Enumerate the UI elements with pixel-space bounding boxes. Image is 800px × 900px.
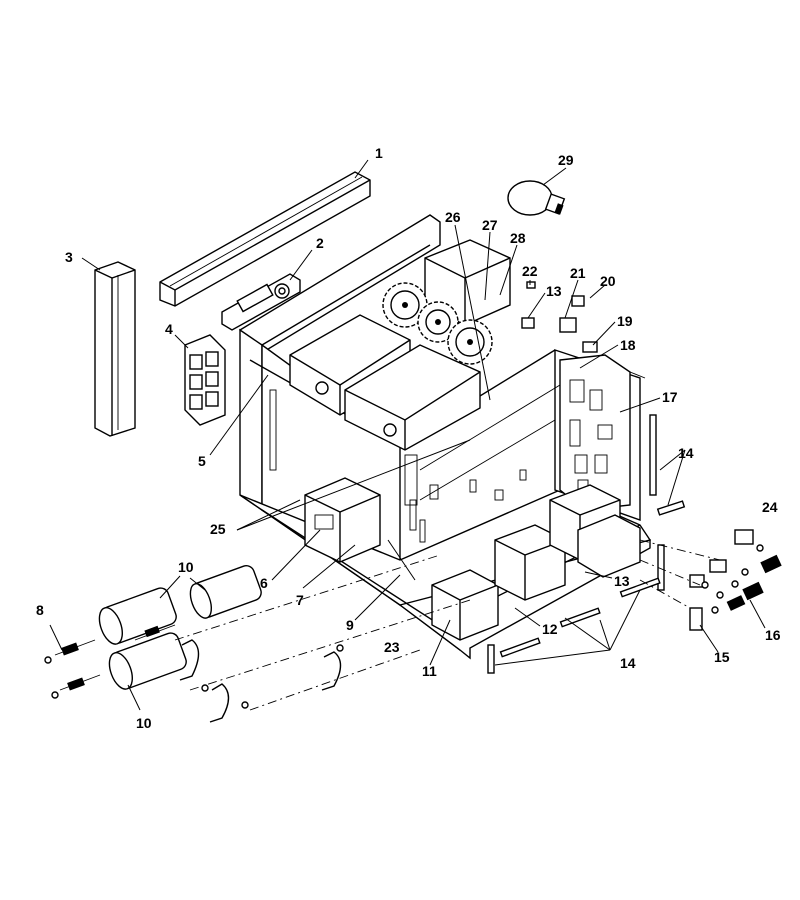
part-1-top-rail	[159, 171, 371, 307]
part-3-vertical-channel	[94, 261, 136, 437]
callout-22: 22	[522, 263, 538, 279]
assembly-lines	[174, 539, 721, 711]
callout-14-top: 14	[678, 445, 694, 461]
callout-1: 1	[375, 145, 383, 161]
callout-17: 17	[662, 389, 678, 405]
callout-27: 27	[482, 217, 498, 233]
callout-5: 5	[198, 453, 206, 469]
part-14-rails	[487, 414, 686, 674]
capacitor-clamps	[179, 639, 344, 723]
callout-13-bottom: 13	[614, 573, 630, 589]
callout-13-top: 13	[546, 283, 562, 299]
callout-11: 11	[422, 663, 437, 679]
callout-28: 28	[510, 230, 526, 246]
callout-20: 20	[600, 273, 616, 289]
part-2-switch-bracket	[221, 273, 301, 331]
callout-26: 26	[445, 209, 461, 225]
callout-21: 21	[570, 265, 586, 281]
part-10-capacitors	[44, 565, 262, 699]
callout-15: 15	[714, 649, 730, 665]
part-4-terminal-block	[184, 334, 226, 426]
callout-4: 4	[165, 321, 173, 337]
transformers	[431, 484, 641, 641]
callout-24: 24	[762, 499, 778, 515]
callout-2: 2	[316, 235, 324, 251]
callout-10-bottom: 10	[136, 715, 152, 731]
callout-9: 9	[346, 617, 354, 633]
callout-8: 8	[36, 602, 44, 618]
callout-7: 7	[296, 592, 304, 608]
callout-23: 23	[384, 639, 400, 655]
callout-19: 19	[617, 313, 633, 329]
control-board	[559, 354, 646, 511]
callout-3: 3	[65, 249, 73, 265]
callout-18: 18	[620, 337, 636, 353]
feet-and-cord-parts	[689, 529, 782, 631]
small-top-parts	[521, 281, 598, 353]
leader-lines	[49, 159, 766, 711]
callout-6: 6	[260, 575, 268, 591]
callout-16: 16	[765, 627, 781, 643]
callout-12: 12	[542, 621, 558, 637]
callout-25: 25	[210, 521, 226, 537]
callout-10-top: 10	[178, 559, 194, 575]
part-6-fan-assembly	[304, 477, 381, 563]
callouts: 1 2 3 4 5 6 7 8 9 10 10 11 12 13 13 14 1…	[36, 145, 781, 731]
callout-29: 29	[558, 152, 574, 168]
part-29-lamp	[507, 180, 566, 216]
callout-14-bottom: 14	[620, 655, 636, 671]
